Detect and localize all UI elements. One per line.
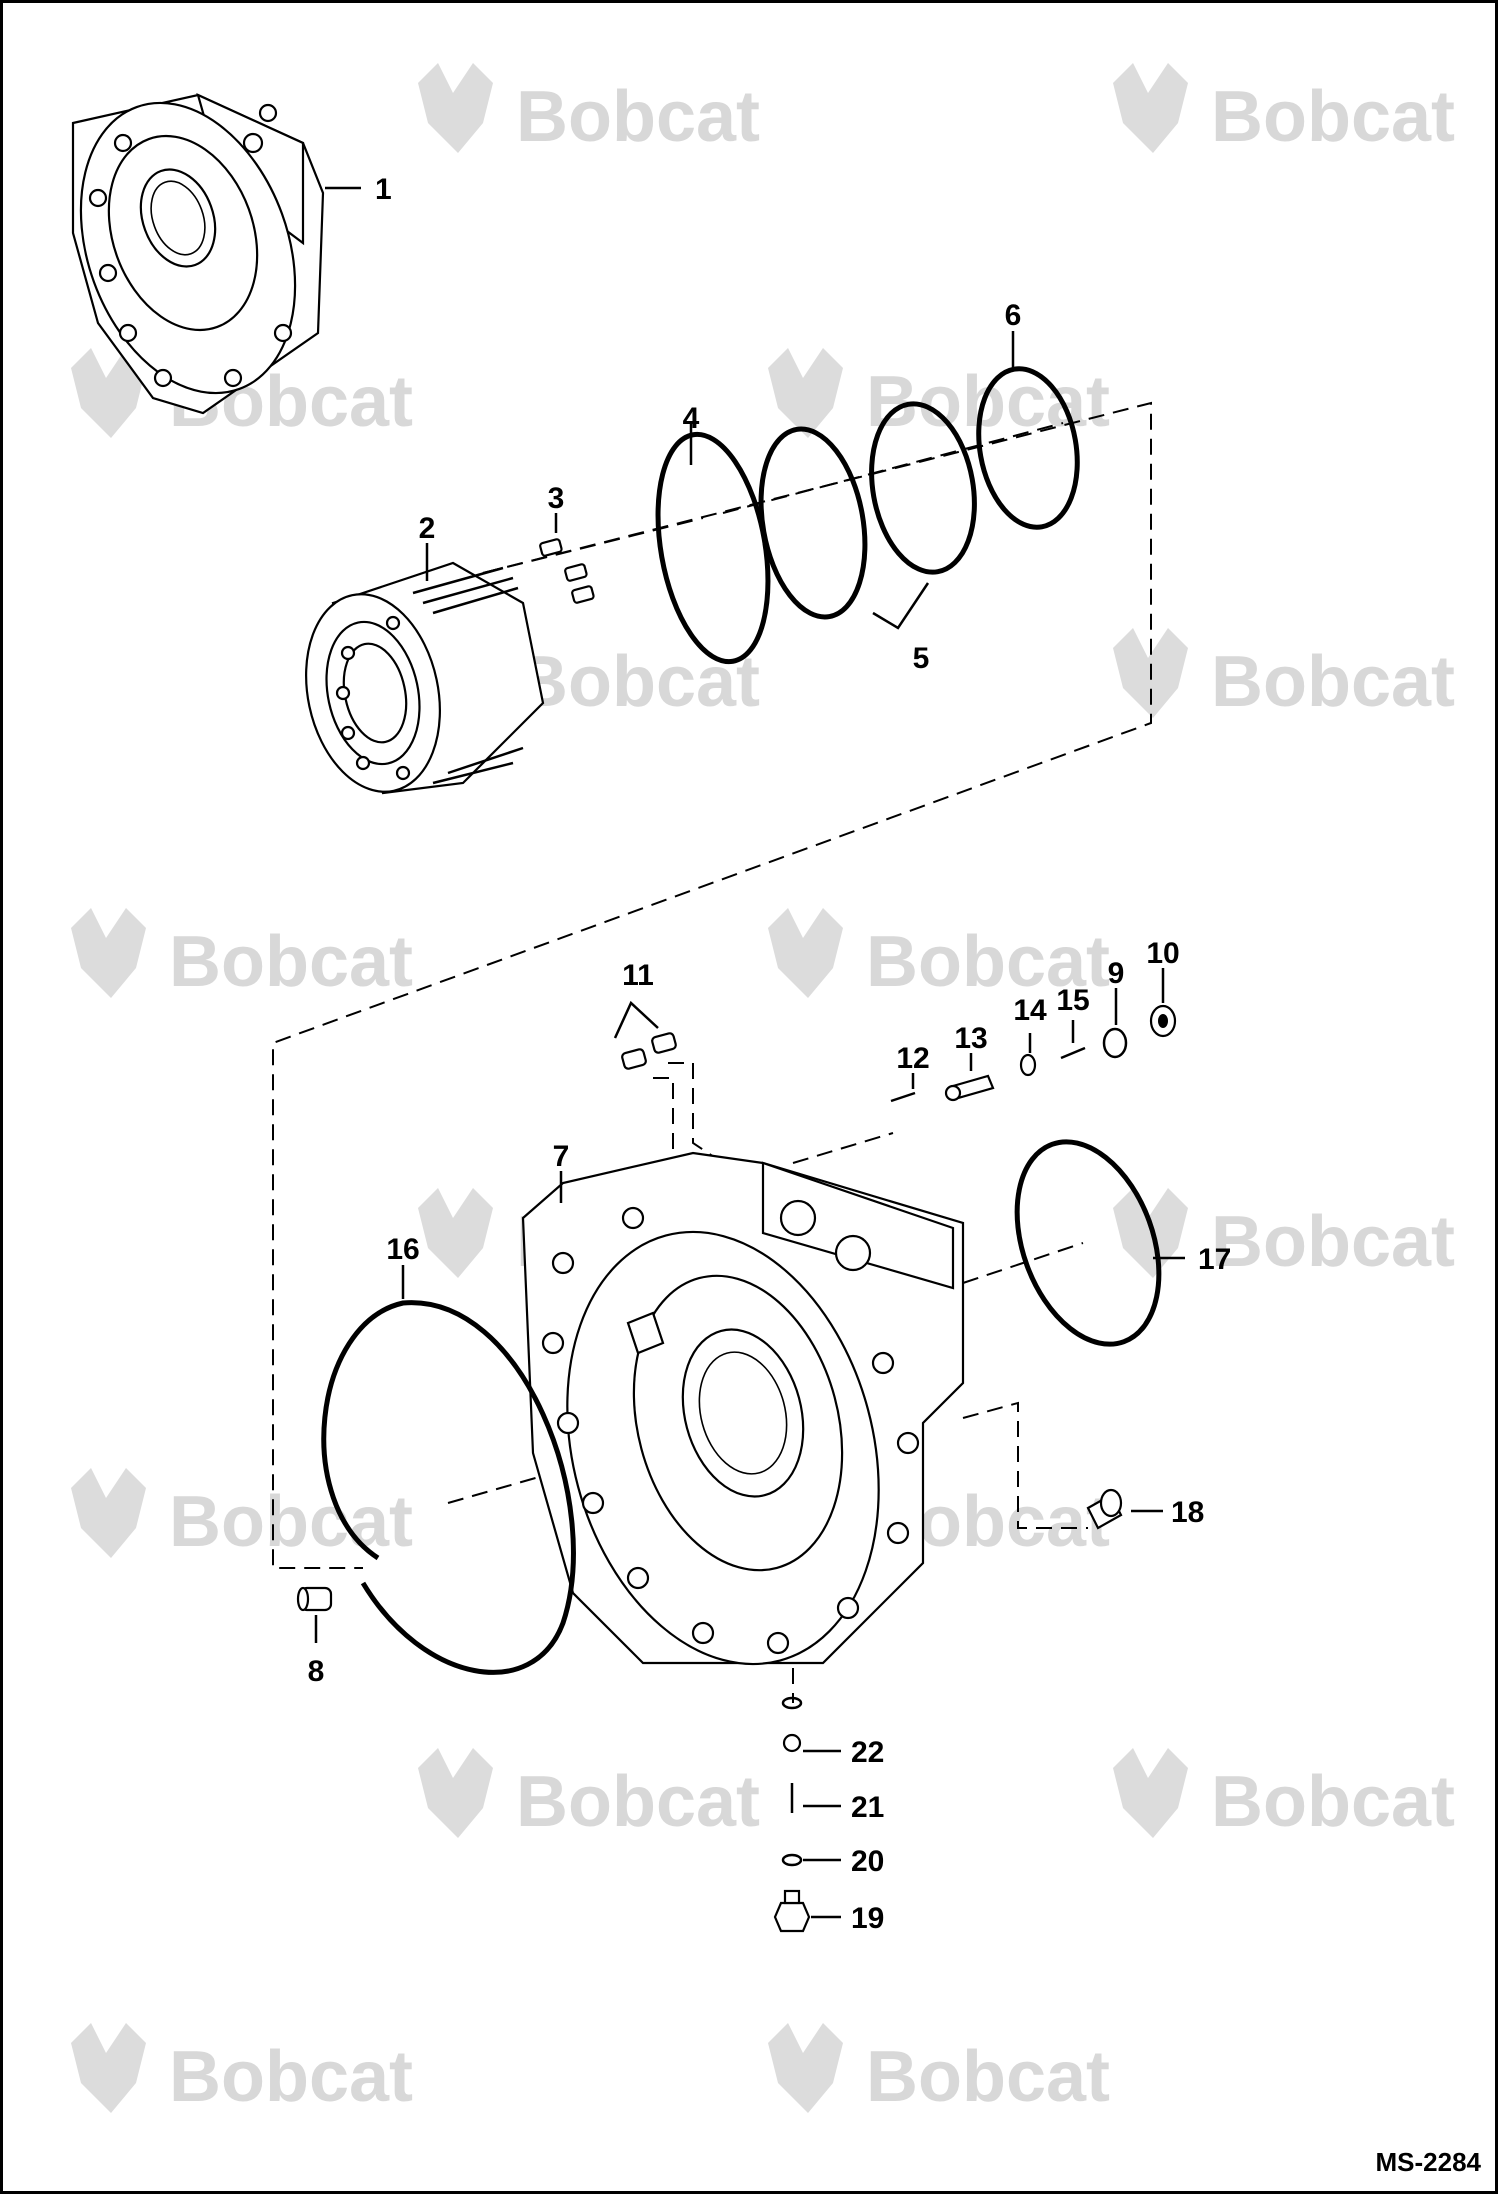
part-4-ring	[655, 431, 771, 665]
callout-20: 20	[851, 1845, 884, 1878]
callout-16: 16	[386, 1233, 419, 1266]
callout-19: 19	[851, 1902, 884, 1935]
svg-text:Bobcat: Bobcat	[169, 2037, 413, 2117]
svg-text:Bobcat: Bobcat	[866, 362, 1110, 442]
callout-5: 5	[913, 642, 930, 675]
callout-1: 1	[375, 173, 392, 206]
part-12-spring	[890, 1091, 916, 1103]
part-1-motor-housing	[71, 93, 325, 415]
callout-4: 4	[683, 402, 700, 435]
watermark-logo: Bobcat	[71, 1468, 413, 1562]
part-13-poppet	[944, 1074, 995, 1102]
reference-code: MS-2284	[1376, 2147, 1482, 2177]
watermark-logo: Bobcat	[71, 908, 413, 1002]
part-19-plug	[773, 1889, 811, 1933]
watermark-logo: Bobcat	[768, 348, 1110, 442]
part-17-seal-ring	[1014, 1139, 1162, 1347]
callout-13: 13	[954, 1022, 987, 1055]
watermark-logo: Bobcat	[768, 2023, 1110, 2117]
watermark-logo: Bobcat	[1113, 1188, 1455, 1282]
part-3-set-screws	[539, 538, 595, 604]
svg-text:Bobcat: Bobcat	[169, 1482, 413, 1562]
callout-14: 14	[1013, 994, 1047, 1027]
callout-12: 12	[896, 1042, 929, 1075]
callout-10: 10	[1146, 937, 1179, 970]
watermark-logo: Bobcat	[418, 63, 760, 157]
svg-text:Bobcat: Bobcat	[1211, 1762, 1455, 1842]
callout-7: 7	[553, 1140, 570, 1173]
svg-text:Bobcat: Bobcat	[1211, 1202, 1455, 1282]
callout-leaders	[314, 186, 1185, 1919]
svg-text:Bobcat: Bobcat	[169, 922, 413, 1002]
watermark-logo: Bobcat	[418, 1748, 760, 1842]
part-10-plug	[1149, 1004, 1177, 1038]
watermark-logo: Bobcat	[768, 908, 1110, 1002]
part-14-washer	[1019, 1053, 1037, 1077]
callout-15: 15	[1056, 984, 1089, 1017]
callout-11: 11	[622, 959, 654, 992]
svg-text:Bobcat: Bobcat	[1211, 77, 1455, 157]
watermark-logo: Bobcat	[1113, 63, 1455, 157]
part-20-o-ring	[781, 1853, 803, 1867]
callout-9: 9	[1108, 957, 1125, 990]
svg-text:Bobcat: Bobcat	[866, 2037, 1110, 2117]
callout-6: 6	[1005, 299, 1022, 332]
callout-labels: 1 2 3 4 5 6 7 8 9 10 11 12 13 14 15 16 1…	[308, 173, 1232, 1935]
part-8-dowel-pin	[296, 1586, 333, 1612]
svg-text:Bobcat: Bobcat	[516, 77, 760, 157]
callout-17: 17	[1198, 1243, 1231, 1276]
svg-text:Bobcat: Bobcat	[516, 642, 760, 722]
watermark-layer: Bobcat Bobcat Bobcat Bobcat Bobcat Bobca…	[71, 63, 1455, 2117]
callout-3: 3	[548, 482, 565, 515]
part-6-ring	[976, 366, 1080, 530]
callout-2: 2	[419, 512, 436, 545]
part-18-plug	[1086, 1488, 1123, 1530]
svg-text:Bobcat: Bobcat	[866, 922, 1110, 1002]
svg-text:Bobcat: Bobcat	[516, 1762, 760, 1842]
part-2-rotor-assembly	[305, 561, 545, 795]
callout-22: 22	[851, 1736, 884, 1769]
watermark-logo: Bobcat	[1113, 628, 1455, 722]
part-11-plugs	[621, 1032, 677, 1070]
part-16-large-seal-ring	[321, 1300, 576, 1675]
part-22-poppet	[781, 1696, 803, 1753]
exploded-parts-diagram: Bobcat Bobcat Bobcat Bobcat Bobcat Bobca…	[71, 63, 1482, 2177]
callout-21: 21	[851, 1791, 884, 1824]
part-9-o-ring	[1102, 1027, 1128, 1059]
part-15-spring	[1060, 1046, 1086, 1060]
callout-18: 18	[1171, 1496, 1204, 1529]
part-7-main-housing	[521, 1151, 965, 1666]
callout-8: 8	[308, 1655, 325, 1688]
svg-text:Bobcat: Bobcat	[1211, 642, 1455, 722]
part-5-rings	[758, 401, 977, 620]
watermark-logo: Bobcat	[71, 2023, 413, 2117]
watermark-logo: Bobcat	[1113, 1748, 1455, 1842]
